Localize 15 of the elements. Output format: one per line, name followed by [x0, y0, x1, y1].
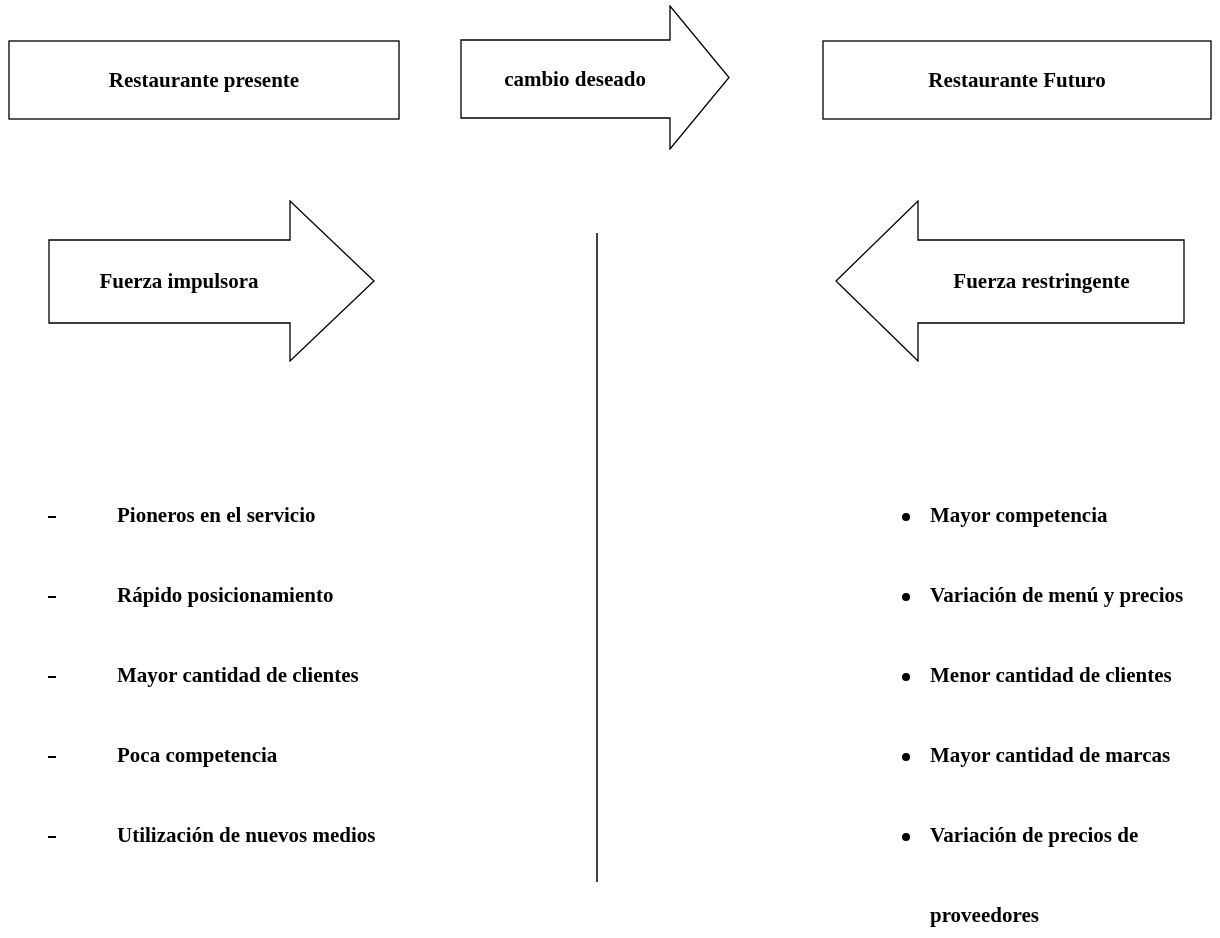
- list-item: Poca competencia: [117, 742, 279, 769]
- arrow-label: cambio deseado: [504, 66, 646, 92]
- list-item: Mayor cantidad de clientes: [117, 662, 360, 689]
- list-item: Rápido posicionamiento: [117, 582, 335, 609]
- arrow-label: Fuerza impulsora: [99, 269, 259, 294]
- list-item: Utilización de nuevos medios: [117, 822, 377, 849]
- list-item: Pioneros en el servicio: [117, 502, 317, 529]
- box-label: Restaurante presente: [108, 67, 300, 93]
- list-item: Variación de menú y precios: [930, 582, 1184, 609]
- list-item: Menor cantidad de clientes: [930, 662, 1172, 689]
- list-item: Mayor cantidad de marcas: [930, 742, 1171, 769]
- list-item: Mayor competencia: [930, 502, 1108, 529]
- box-label: Restaurante Futuro: [928, 67, 1106, 93]
- arrow-label: Fuerza restringente: [953, 269, 1130, 294]
- list-item: Variación de precios de proveedores: [930, 822, 1140, 929]
